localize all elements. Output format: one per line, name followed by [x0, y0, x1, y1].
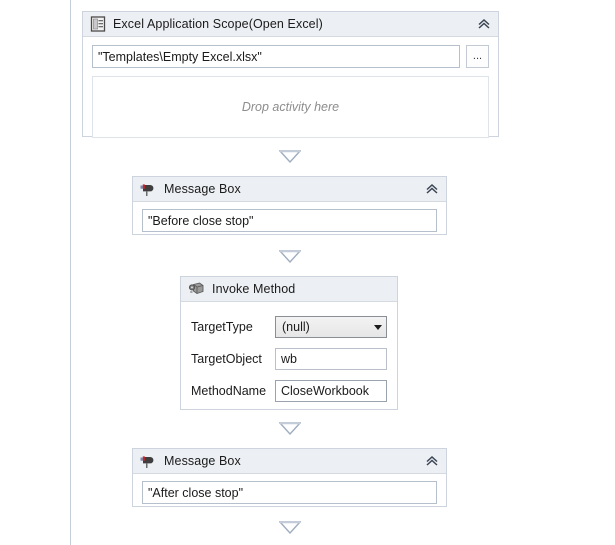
invoke-method-row-targettype: TargetType (null)	[191, 316, 387, 338]
activity-header-excel-application-scope[interactable]: Excel Application Scope(Open Excel)	[83, 12, 498, 37]
activity-invoke-method[interactable]: Invoke Method TargetType (null) TargetOb…	[180, 276, 398, 410]
activity-header-message-box-before[interactable]: Message Box	[133, 177, 446, 202]
activity-message-box-before[interactable]: Message Box "Before close stop"	[132, 176, 447, 235]
sequence-spine-line	[70, 0, 71, 545]
workbook-path-input[interactable]: "Templates\Empty Excel.xlsx"	[92, 45, 460, 68]
activity-body-message-box-after: "After close stop"	[133, 474, 446, 512]
targetobject-input[interactable]: wb	[275, 348, 387, 370]
targettype-combobox[interactable]: (null)	[275, 316, 387, 338]
connector-arrow-3	[279, 422, 301, 435]
connector-arrow-2	[279, 250, 301, 263]
invoke-method-cube-icon	[188, 281, 205, 297]
chevron-double-up-icon[interactable]	[424, 181, 440, 197]
activity-header-message-box-after[interactable]: Message Box	[133, 449, 446, 474]
message-text-input-after[interactable]: "After close stop"	[142, 481, 437, 504]
browse-button[interactable]: ...	[466, 45, 489, 68]
connector-arrow-1	[279, 150, 301, 163]
label-methodname: MethodName	[191, 384, 267, 398]
label-targettype: TargetType	[191, 320, 253, 334]
activity-body-invoke-method: TargetType (null) TargetObject wb Method…	[181, 302, 397, 412]
excel-scope-icon	[90, 16, 106, 32]
methodname-input[interactable]: CloseWorkbook	[275, 380, 387, 402]
activity-title-invoke-method: Invoke Method	[212, 282, 296, 296]
activity-body-excel-application-scope: "Templates\Empty Excel.xlsx" ... Drop ac…	[83, 37, 498, 147]
chevron-down-icon	[374, 324, 382, 330]
activity-title-excel-application-scope: Excel Application Scope(Open Excel)	[113, 17, 323, 31]
activity-body-message-box-before: "Before close stop"	[133, 202, 446, 240]
activity-message-box-after[interactable]: Message Box "After close stop"	[132, 448, 447, 507]
connector-arrow-4	[279, 521, 301, 534]
activity-header-invoke-method[interactable]: Invoke Method	[181, 277, 397, 302]
invoke-method-row-targetobject: TargetObject wb	[191, 348, 387, 370]
activity-excel-application-scope[interactable]: Excel Application Scope(Open Excel) "Tem…	[82, 11, 499, 138]
targettype-value: (null)	[282, 320, 310, 334]
chevron-double-up-icon[interactable]	[476, 16, 492, 32]
label-targetobject: TargetObject	[191, 352, 262, 366]
drop-activity-zone[interactable]: Drop activity here	[92, 76, 489, 138]
invoke-method-row-methodname: MethodName CloseWorkbook	[191, 380, 387, 402]
mailbox-icon	[140, 181, 157, 197]
chevron-double-up-icon[interactable]	[424, 453, 440, 469]
message-text-input-before[interactable]: "Before close stop"	[142, 209, 437, 232]
activity-title-message-box-after: Message Box	[164, 454, 241, 468]
activity-title-message-box-before: Message Box	[164, 182, 241, 196]
mailbox-icon	[140, 453, 157, 469]
